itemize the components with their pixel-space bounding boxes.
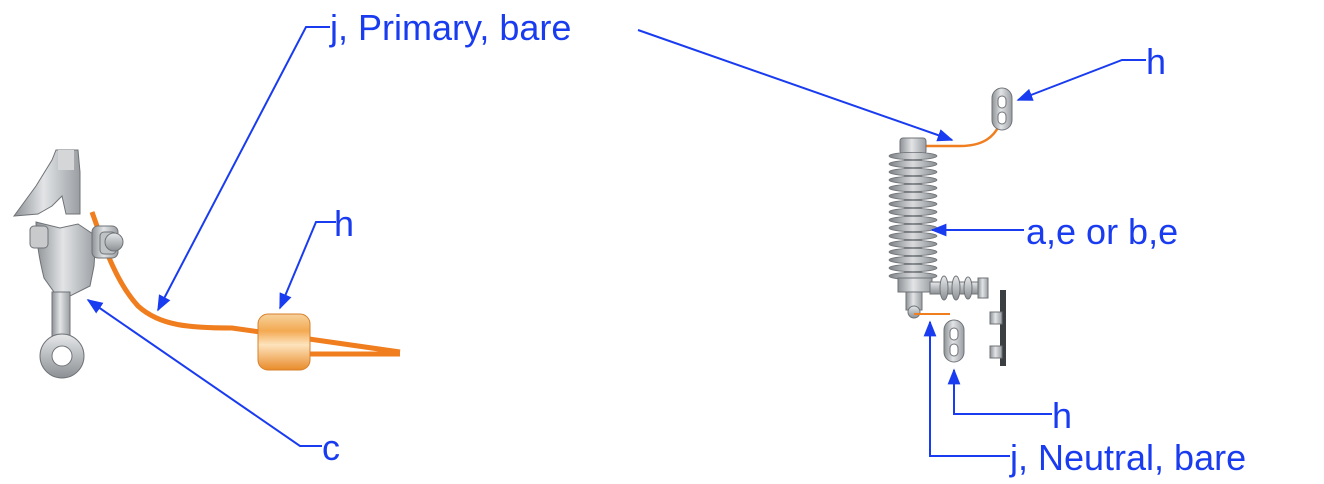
arrester-skirt bbox=[888, 199, 938, 208]
arrester-skirt bbox=[888, 207, 938, 216]
bottom-connector bbox=[943, 319, 965, 363]
surge-arrester-assembly bbox=[888, 87, 1013, 366]
arrester-skirt bbox=[888, 263, 938, 272]
arrester-skirt bbox=[888, 239, 938, 248]
arrester-skirt bbox=[888, 151, 938, 160]
arrester-skirts bbox=[888, 151, 938, 280]
leader-primary-left bbox=[157, 26, 330, 312]
primary-lead bbox=[920, 117, 1004, 148]
label-h-bottom: h bbox=[1052, 395, 1072, 436]
arrester-skirt bbox=[888, 223, 938, 232]
hot-line-clamp bbox=[12, 149, 124, 379]
compression-sleeve bbox=[257, 313, 311, 371]
arrester-skirt bbox=[888, 175, 938, 184]
leader-c bbox=[86, 299, 322, 447]
arrester-skirt bbox=[888, 159, 938, 168]
arrester-skirt bbox=[888, 247, 938, 256]
arrester-skirt bbox=[888, 231, 938, 240]
callout-labels: j, Primary, bare h h a,e or b,e h j, Neu… bbox=[322, 7, 1246, 478]
top-connector bbox=[991, 87, 1013, 131]
arrester-skirt bbox=[888, 183, 938, 192]
arrester-skirt bbox=[888, 167, 938, 176]
leader-neutral bbox=[923, 320, 1010, 457]
label-h-mid: h bbox=[334, 203, 354, 244]
hot-line-clamp-assembly bbox=[12, 149, 401, 379]
leader-h-bottom bbox=[947, 368, 1052, 415]
leader-lines bbox=[86, 26, 1146, 457]
leader-primary-right bbox=[637, 29, 954, 142]
leader-h-mid bbox=[279, 221, 336, 310]
arrester-skirt bbox=[888, 191, 938, 200]
label-c: c bbox=[322, 427, 340, 468]
arrester-skirt bbox=[888, 255, 938, 264]
label-neutral: j, Neutral, bare bbox=[1009, 437, 1246, 478]
arrester-bracket bbox=[929, 275, 989, 301]
label-primary: j, Primary, bare bbox=[329, 7, 571, 48]
arrester-skirt bbox=[888, 215, 938, 224]
label-h-top: h bbox=[1146, 41, 1166, 82]
label-arrester: a,e or b,e bbox=[1026, 211, 1178, 252]
leader-h-top bbox=[1016, 59, 1146, 101]
clamp-eyebolt bbox=[91, 225, 124, 259]
mounting-plate bbox=[989, 290, 1006, 366]
